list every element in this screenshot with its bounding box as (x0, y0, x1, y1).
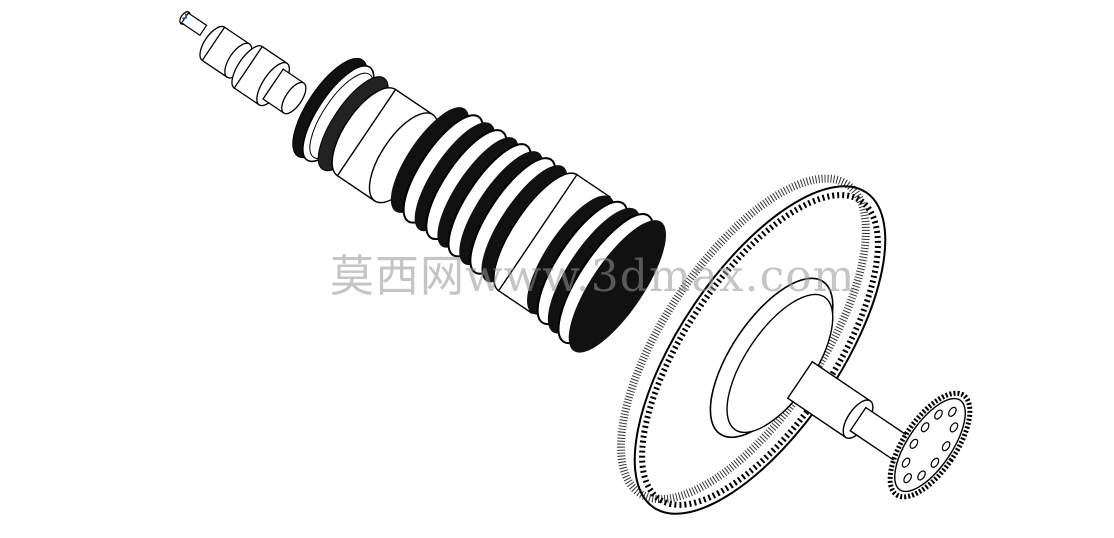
axis-marker-icon (182, 13, 188, 20)
shaft-end-small (179, 11, 208, 37)
bolt-holes (901, 406, 959, 484)
blade-stages (390, 107, 667, 353)
end-gear (887, 390, 973, 500)
front-disk-group (292, 57, 439, 204)
bearing-section (199, 25, 307, 115)
rear-shaft (786, 360, 913, 463)
last-stage-blade-wheel (616, 174, 887, 515)
